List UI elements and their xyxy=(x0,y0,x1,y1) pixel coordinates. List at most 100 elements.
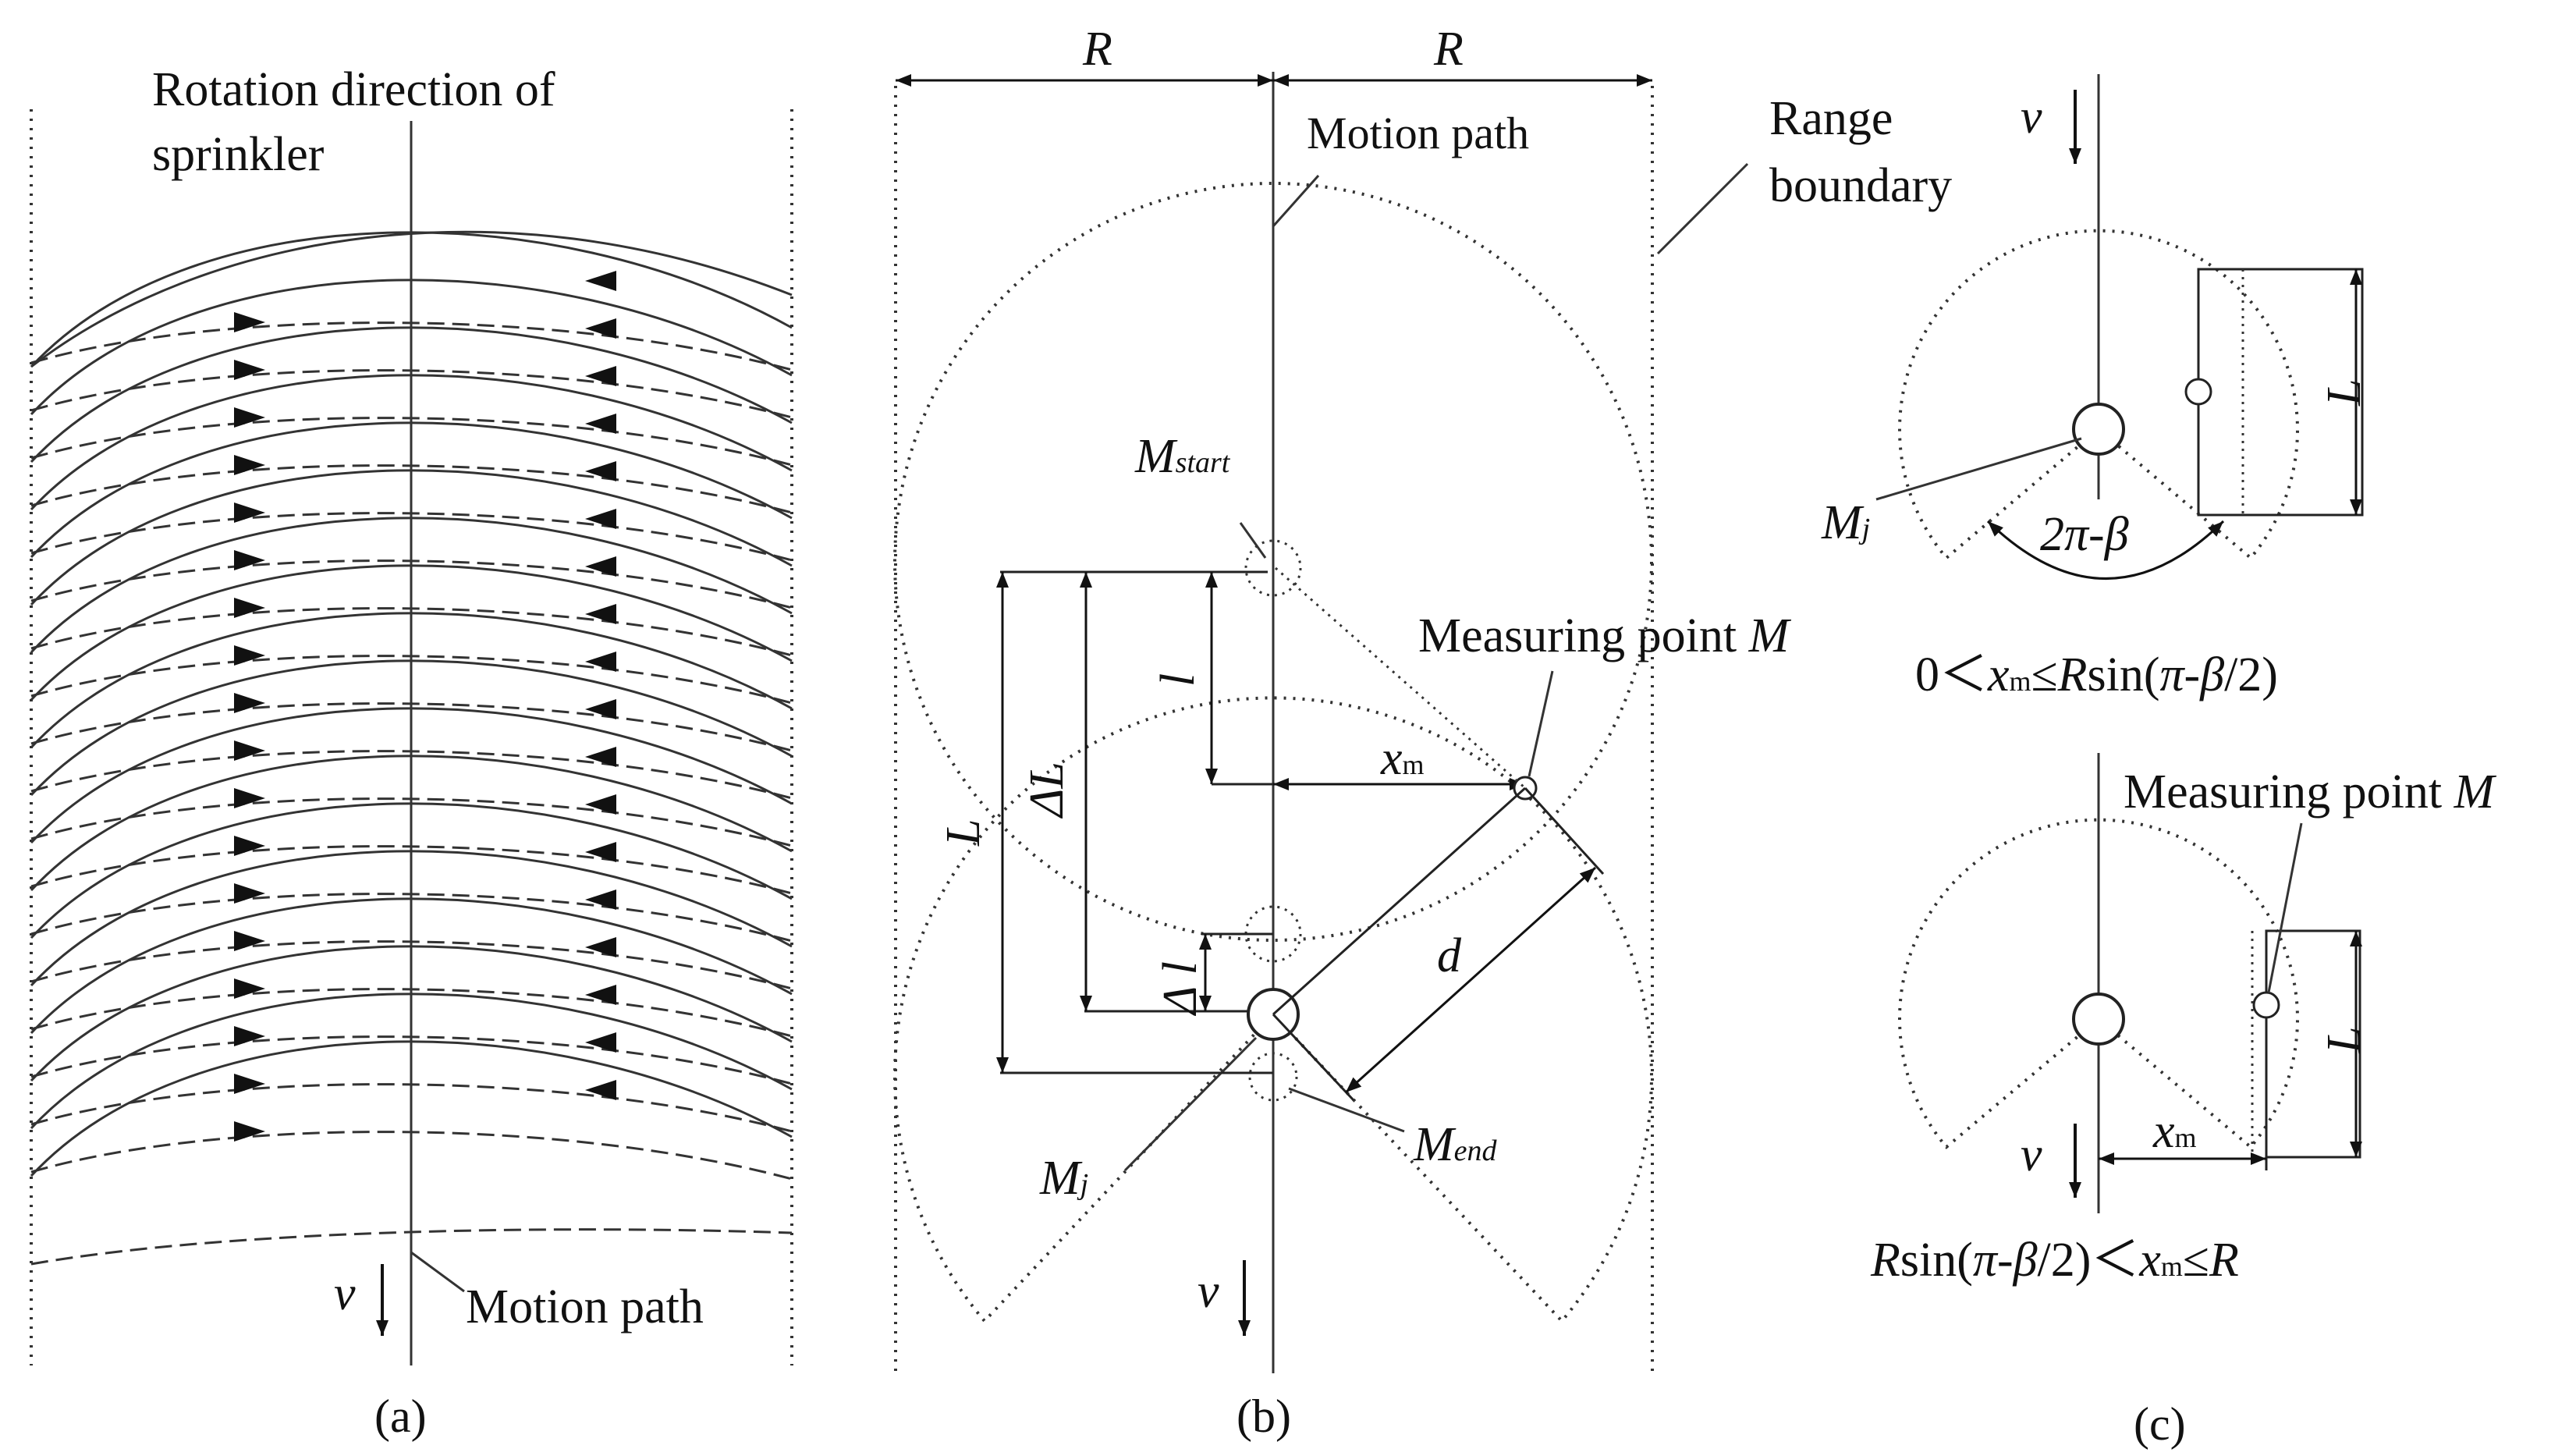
panel-c-angle-label: 2π-β xyxy=(2040,508,2129,561)
panel-a-velocity-symbol: v xyxy=(334,1267,356,1320)
panel-c-condition-1: 0＜xm≤Rsin(π-β/2) xyxy=(1915,648,2278,701)
spray-curve-dashed xyxy=(30,988,793,1038)
spray-curve-dashed xyxy=(30,940,793,990)
spray-curve-solid xyxy=(30,517,793,654)
spray-curve-dashed xyxy=(30,417,793,467)
panel-b-range-circle-start xyxy=(893,182,1653,942)
panel-c-bottom-measuring-point xyxy=(2252,991,2280,1019)
spray-curve-dashed xyxy=(30,702,793,752)
spray-curve-solid xyxy=(30,802,793,939)
panel-b-motion-path-label: Motion path xyxy=(1307,108,1529,158)
spray-arrow-right xyxy=(234,455,265,475)
spray-curve-solid xyxy=(30,374,793,511)
panel-c-condition-2: Rsin(π-β/2)＜xm≤R xyxy=(1870,1234,2239,1287)
panel-b-radius-label-right: R xyxy=(1433,23,1464,76)
panel-b-m-start-circle xyxy=(1244,539,1302,597)
panel-b-d-ext-top xyxy=(1524,787,1605,875)
panel-c-top-L: L xyxy=(2318,379,2371,407)
spray-curve-dashed xyxy=(30,845,793,895)
spray-curve-dashed xyxy=(30,893,793,943)
panel-b-mj-leader xyxy=(1123,1036,1258,1172)
panel-c-top-mj-leader xyxy=(1875,437,2082,501)
panel-b-m-start-label: Mstart xyxy=(1134,430,1231,483)
spray-curve-dashed xyxy=(30,750,793,800)
spray-arrow-left xyxy=(585,414,616,434)
panel-c-bottom-L: L xyxy=(2318,1027,2371,1054)
panel-b-measuring-point-label: Measuring point M xyxy=(1418,609,1792,662)
spray-curve-dashed xyxy=(30,464,793,514)
panel-b-dim-d: d xyxy=(1437,929,1462,982)
panel-b-mid-circle xyxy=(1244,905,1302,963)
panel-c-top-mj-nozzle xyxy=(2072,403,2125,456)
spray-curve-dashed xyxy=(30,607,793,657)
spray-arrow-right xyxy=(234,740,265,761)
spray-arrow-right xyxy=(234,883,265,904)
spray-arrow-right xyxy=(234,550,265,570)
spray-curve-dashed xyxy=(30,655,793,705)
panel-b-m-end-circle xyxy=(1248,1052,1298,1102)
spray-curve-solid xyxy=(30,421,793,559)
spray-curve-dashed xyxy=(30,369,793,419)
spray-arrow-left xyxy=(585,985,616,1005)
spray-arrow-left xyxy=(585,747,616,767)
panel-b-range-sector-end xyxy=(893,696,1653,1324)
panel-b-range-boundary-line1: Range xyxy=(1769,92,1893,145)
spray-arrow-right xyxy=(234,312,265,332)
panel-b-m-end-label: Mend xyxy=(1413,1118,1498,1171)
panel-b-mj-label: Mj xyxy=(1039,1152,1088,1205)
spray-arrow-left xyxy=(585,794,616,815)
spray-curve-solid xyxy=(30,326,793,463)
panel-a-motion-path-leader xyxy=(410,1251,465,1293)
spray-curve-solid xyxy=(30,279,793,416)
panel-c-bottom-mj-nozzle xyxy=(2072,993,2125,1046)
panel-c-bottom-velocity: v xyxy=(2021,1128,2042,1181)
spray-curve-solid xyxy=(30,1040,793,1177)
spray-arrow-left xyxy=(585,1032,616,1053)
spray-curve-solid xyxy=(30,612,793,749)
spray-curve-solid xyxy=(30,707,793,844)
spray-curve-solid xyxy=(30,230,793,368)
spray-curve-solid xyxy=(30,755,793,892)
panel-b-d-arrow xyxy=(1344,866,1597,1094)
spray-arrow-right xyxy=(234,1074,265,1094)
spray-curve-solid xyxy=(30,897,793,1035)
panel-a: Rotation direction of sprinkler v Motion… xyxy=(30,63,793,1442)
panel-b-measuring-point-leader xyxy=(1528,670,1554,777)
spray-arrow-right xyxy=(234,1026,265,1046)
spray-arrow-right xyxy=(234,978,265,999)
panel-a-motion-path-label: Motion path xyxy=(466,1280,704,1333)
panel-b-d-ext-bottom xyxy=(1272,1013,1355,1102)
spray-curve-solid xyxy=(30,659,793,797)
spray-arrow-right xyxy=(234,836,265,856)
panel-c-caption: (c) xyxy=(2134,1398,2186,1450)
spray-arrow-right xyxy=(234,502,265,523)
spray-curve-dashed xyxy=(30,797,793,847)
spray-arrow-left xyxy=(585,318,616,339)
panel-b-dim-L: L xyxy=(937,819,990,847)
spray-arrow-right xyxy=(234,407,265,428)
spray-arrow-right xyxy=(234,693,265,713)
spray-arrow-left xyxy=(585,1080,616,1100)
panel-c-top-velocity: v xyxy=(2021,91,2042,144)
panel-b-m-start-leader xyxy=(1239,522,1267,559)
panel-b-start-to-point xyxy=(1275,566,1526,790)
panel-c-bottom-sector xyxy=(1898,818,2299,1149)
spray-arrow-left xyxy=(585,890,616,910)
panel-c-top-measuring-point xyxy=(2184,378,2212,406)
panel-c-bottom-measuring-point-label: Measuring point M xyxy=(2124,765,2497,819)
spray-curve-solid xyxy=(30,945,793,1082)
spray-curve-solid xyxy=(30,993,793,1130)
spray-arrow-left xyxy=(585,509,616,529)
spray-arrow-right xyxy=(234,931,265,951)
panel-b-velocity-symbol: v xyxy=(1198,1265,1219,1318)
spray-curve-dashed xyxy=(30,1228,793,1266)
panel-a-spray-curves xyxy=(30,230,793,1266)
panel-c-angle-arc xyxy=(1986,520,2225,580)
spray-arrow-right xyxy=(234,360,265,380)
panel-b-range-boundary-leader xyxy=(1656,162,1749,255)
panel-b-dim-delta-l: Δ l xyxy=(1154,961,1207,1017)
panel-c-bottom-measuring-leader xyxy=(2267,822,2303,993)
panel-a-title-line2: sprinkler xyxy=(152,128,325,181)
spray-curve-solid xyxy=(30,850,793,987)
